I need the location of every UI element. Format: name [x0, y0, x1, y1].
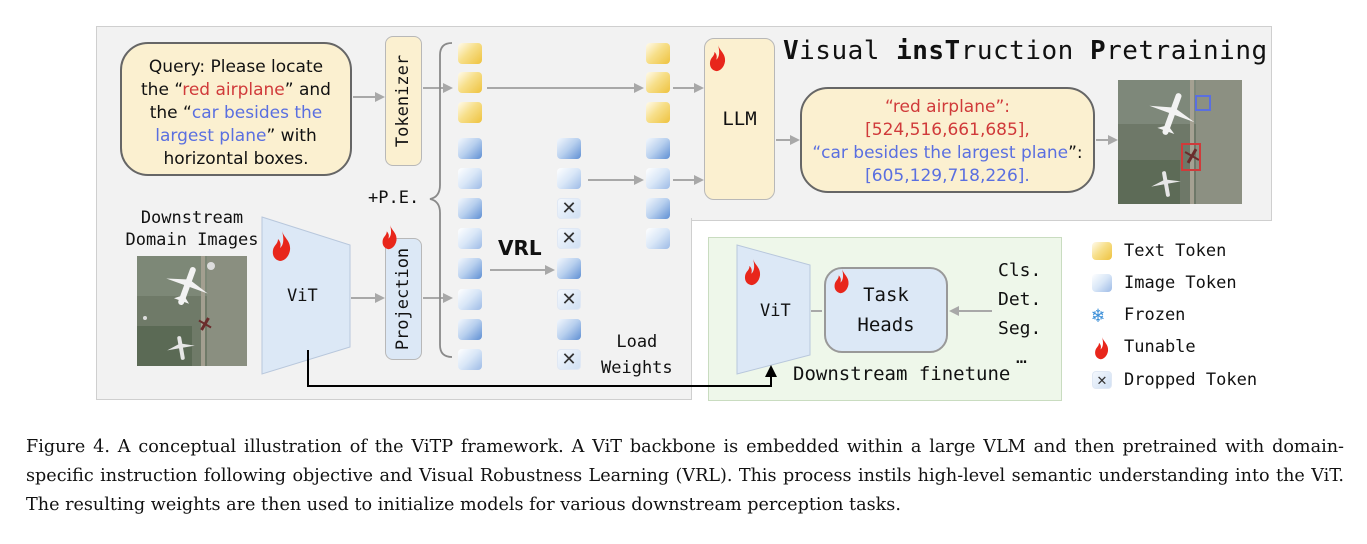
llm-box: LLM: [704, 38, 775, 200]
snowflake-icon: ❄: [1092, 303, 1105, 327]
image-token: [458, 168, 482, 189]
image-token-icon: [1092, 274, 1112, 292]
image-token: [557, 258, 581, 279]
load-weights-arrow: [307, 350, 777, 387]
image-token: [458, 289, 482, 310]
dropped-token: ✕: [557, 198, 581, 219]
dropped-token: ✕: [557, 228, 581, 249]
pe-label: +P.E.: [368, 188, 420, 208]
figure-caption: Figure 4. A conceptual illustration of t…: [26, 437, 1344, 515]
text-token: [646, 102, 670, 123]
text-token: [458, 72, 482, 93]
dropped-token: ✕: [557, 289, 581, 310]
task-more: …: [1016, 347, 1027, 368]
vit-label: ViT: [287, 286, 318, 306]
flame-icon: [709, 44, 726, 72]
image-token: [557, 319, 581, 340]
blue-bbox: [1195, 95, 1211, 111]
result-image: [1118, 80, 1242, 204]
vit-finetune-label: ViT: [760, 301, 791, 321]
text-token: [458, 43, 482, 64]
pe-brace: [429, 42, 453, 358]
image-token: [458, 349, 482, 370]
image-token: [458, 138, 482, 159]
text-token: [646, 43, 670, 64]
cross-icon: ✕: [1092, 371, 1112, 389]
image-token: [557, 168, 581, 189]
task-list: Cls. Det. Seg. …: [998, 256, 1041, 372]
load-weights-label: Load Weights: [601, 332, 673, 378]
text-token: [646, 72, 670, 93]
flame-icon: [744, 258, 761, 286]
flame-icon: [1095, 336, 1109, 360]
image-token: [458, 319, 482, 340]
downstream-images-label: Downstream Domain Images: [125, 208, 259, 250]
query-bubble: Query: Please locate the “red airplane” …: [120, 42, 352, 176]
flame-icon: [382, 224, 397, 250]
answer-bubble: “red airplane”: [524,516,661,685], “car …: [800, 87, 1095, 193]
tokenizer-box: Tokenizer: [385, 36, 422, 166]
text-token-icon: [1092, 242, 1112, 260]
vrl-label: VRL: [498, 236, 542, 260]
image-token: [646, 198, 670, 219]
image-token: [646, 228, 670, 249]
diagram-title: Visual insTruction Pretraining: [783, 36, 1268, 66]
image-token: [458, 258, 482, 279]
flame-icon: [272, 231, 291, 261]
task-cls: Cls.: [998, 260, 1042, 281]
image-token: [646, 168, 670, 189]
image-token: [458, 228, 482, 249]
projection-box: Projection: [385, 238, 422, 360]
flame-icon: [834, 268, 849, 294]
red-bbox: [1181, 143, 1201, 171]
task-det: Det.: [998, 289, 1042, 310]
downstream-domain-image: [137, 256, 247, 366]
image-token: [557, 138, 581, 159]
task-seg: Seg.: [998, 318, 1042, 339]
dropped-token: ✕: [557, 349, 581, 370]
image-token: [646, 138, 670, 159]
image-token: [458, 198, 482, 219]
downstream-finetune-label: Downstream finetune: [793, 363, 1011, 385]
text-token: [458, 102, 482, 123]
